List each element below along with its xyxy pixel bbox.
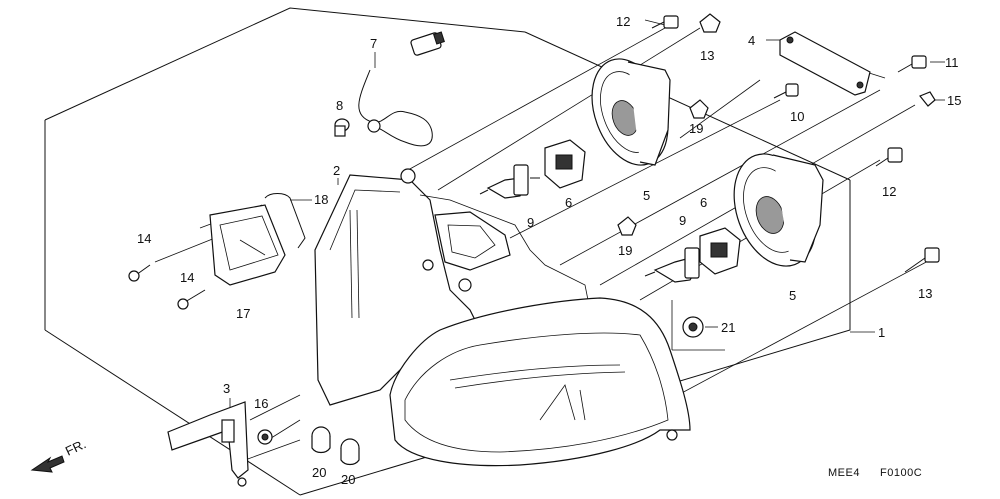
screw-part-10 <box>773 83 799 99</box>
callout-4: 4 <box>748 33 755 48</box>
callout-21: 21 <box>721 320 735 335</box>
bulb-part-9-lower <box>644 247 700 283</box>
grommet-part-16 <box>257 429 273 445</box>
screw-part-14b <box>177 289 206 310</box>
callout-16: 16 <box>254 396 268 411</box>
callout-5-lower: 5 <box>789 288 796 303</box>
clip-part-19-lower <box>617 216 637 236</box>
callout-12-upper: 12 <box>616 14 630 29</box>
sub-harness-part <box>358 31 445 147</box>
cushion-part-20b <box>340 438 360 466</box>
wire-clip-part <box>264 193 306 249</box>
callout-6-lower: 6 <box>700 195 707 210</box>
screw-part-14a <box>128 264 151 282</box>
callout-15: 15 <box>947 93 961 108</box>
callout-7: 7 <box>370 36 377 51</box>
bolt-part-12-upper <box>651 15 679 29</box>
callout-6-upper: 6 <box>565 195 572 210</box>
clip-part-15 <box>919 91 936 107</box>
clip-part-19-upper <box>689 99 709 119</box>
callout-2: 2 <box>333 163 340 178</box>
nut-part-13-upper <box>699 13 721 33</box>
callout-9-upper: 9 <box>527 215 534 230</box>
callout-18: 18 <box>314 192 328 207</box>
diagram-code-right: F0100C <box>880 467 922 479</box>
callout-3: 3 <box>223 381 230 396</box>
callout-labels: 1 2 3 4 5 5 6 6 7 8 9 9 10 11 12 12 13 1… <box>137 14 961 487</box>
position-light-part <box>209 204 286 286</box>
callout-11: 11 <box>945 55 959 70</box>
callout-13-upper: 13 <box>700 48 714 63</box>
callout-9-lower: 9 <box>679 213 686 228</box>
headlight-housing-part <box>314 168 591 406</box>
callout-14-left: 14 <box>137 231 151 246</box>
front-direction-arrow-icon <box>30 455 65 473</box>
bracket-part-4 <box>779 31 871 96</box>
dust-cover-part-5-lower <box>733 153 824 267</box>
screw-part-11 <box>897 55 927 73</box>
callout-13-lower: 13 <box>918 286 932 301</box>
callout-1: 1 <box>878 325 885 340</box>
cushion-part-20a <box>311 426 331 454</box>
small-bulb-part <box>334 118 350 137</box>
headlight-lens-part <box>389 297 691 467</box>
socket-part-6-lower <box>699 227 741 275</box>
callout-19-lower: 19 <box>618 243 632 258</box>
callout-10: 10 <box>790 109 804 124</box>
callout-5-upper: 5 <box>643 188 650 203</box>
socket-part-6-upper <box>544 139 586 189</box>
callout-20-right: 20 <box>341 472 355 487</box>
direction-label: FR. <box>63 436 88 458</box>
bolt-part-12-lower <box>875 147 903 167</box>
diagram-code-left: MEE4 <box>828 467 860 479</box>
cushion-part-21 <box>682 316 704 338</box>
callout-17: 17 <box>236 306 250 321</box>
stay-bracket-part <box>167 401 249 487</box>
dust-cover-part-5-upper <box>591 58 671 166</box>
callout-12-lower: 12 <box>882 184 896 199</box>
bolt-part-13-lower <box>904 247 940 273</box>
bulb-part-9-upper <box>479 164 540 199</box>
callout-20-left: 20 <box>312 465 326 480</box>
callout-19-upper: 19 <box>689 121 703 136</box>
callout-8: 8 <box>336 98 343 113</box>
callout-14-right: 14 <box>180 270 194 285</box>
